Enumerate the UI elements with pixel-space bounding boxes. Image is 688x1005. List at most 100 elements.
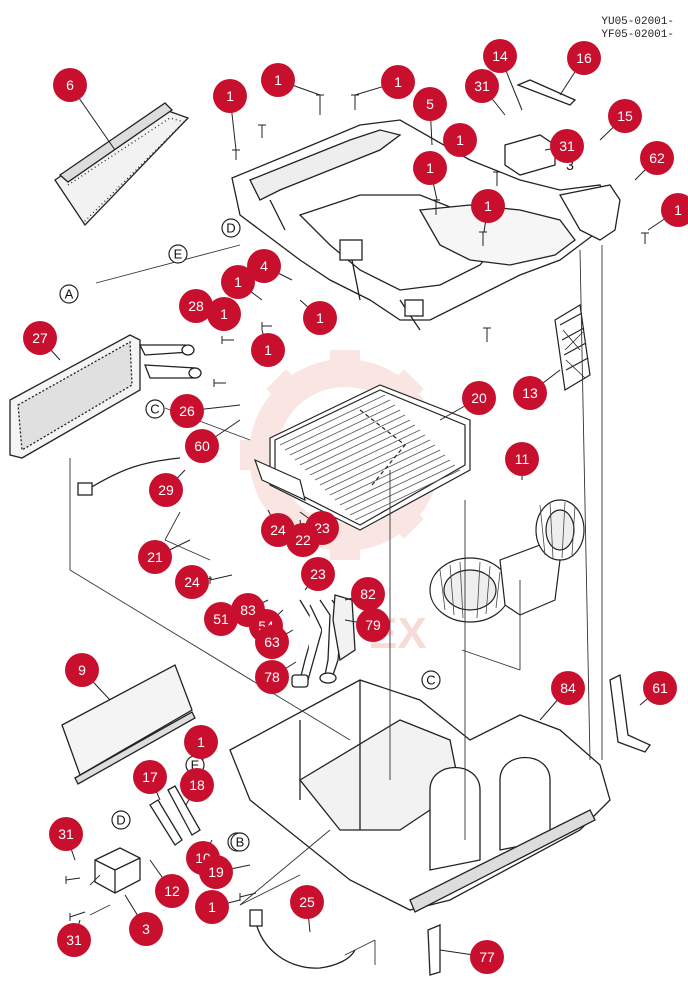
callout-badge-5: 5 [413, 87, 447, 121]
callout-label: 1 [274, 72, 282, 88]
callout-badge-82: 82 [351, 577, 385, 611]
strips [149, 79, 577, 976]
callout-badge-1: 1 [413, 151, 447, 185]
callout-badge-22: 22 [286, 523, 320, 557]
callout-label: 78 [264, 669, 280, 685]
callout-label: 1 [394, 74, 402, 90]
callout-circle [213, 79, 247, 113]
callout-label: 62 [649, 150, 665, 166]
callout-circle [185, 429, 219, 463]
bracket-61 [609, 674, 651, 753]
callout-circle [608, 99, 642, 133]
letter-marker-label: C [150, 402, 159, 417]
callout-label: 6 [66, 77, 74, 93]
callout-badge-13: 13 [513, 376, 547, 410]
callout-badge-4: 4 [247, 249, 281, 283]
callout-label: 60 [194, 438, 210, 454]
callout-label: 77 [479, 949, 495, 965]
letter-marker-circle [111, 810, 131, 830]
callout-circle [643, 671, 677, 705]
callout-label: 1 [426, 160, 434, 176]
callout-badge-15: 15 [608, 99, 642, 133]
callout-label: 1 [220, 306, 228, 322]
guide-lines [69, 244, 603, 965]
lower-case-84 [229, 679, 611, 913]
letter-marker-C: C [421, 670, 441, 690]
callout-label: 63 [264, 634, 280, 650]
callout-circle [53, 68, 87, 102]
callout-label: 17 [142, 769, 158, 785]
code-line-1: YU05-02001- [601, 16, 674, 28]
callout-badge-9: 9 [65, 653, 99, 687]
callout-circle [550, 129, 584, 163]
callout-badge-1: 1 [184, 725, 218, 759]
callout-badge-3: 3 [129, 912, 163, 946]
letter-marker-B: B [230, 832, 250, 852]
callout-label: 23 [310, 566, 326, 582]
callout-badge-31: 31 [465, 69, 499, 103]
callout-badge-79: 79 [356, 608, 390, 642]
callout-circle [462, 381, 496, 415]
callout-label: 31 [559, 138, 575, 154]
callout-badge-14: 14 [483, 39, 517, 73]
letter-marker-circle [145, 399, 165, 419]
callout-label: 84 [560, 680, 576, 696]
letter-marker-circle [59, 284, 79, 304]
callout-label: 20 [471, 390, 487, 406]
callout-badge-27: 27 [23, 321, 57, 355]
callout-label: 24 [270, 522, 286, 538]
callout-circle [221, 265, 255, 299]
callout-label: 1 [264, 342, 272, 358]
callout-circle [180, 768, 214, 802]
callout-badge-28: 28 [179, 289, 213, 323]
callout-label: 1 [484, 198, 492, 214]
callout-label: 31 [474, 78, 490, 94]
callout-badge-17: 17 [133, 760, 167, 794]
heater-core-27 [9, 334, 202, 459]
callout-badge-11: 11 [505, 442, 539, 476]
callout-circle [413, 87, 447, 121]
letter-marker-circle [168, 244, 188, 264]
callout-badge-24: 24 [175, 565, 209, 599]
callout-badge-1: 1 [381, 65, 415, 99]
callout-label: 23 [314, 520, 330, 536]
callout-circle [513, 376, 547, 410]
actuator-top [504, 134, 556, 176]
harness-29 [77, 457, 181, 496]
callout-badge-31: 31 [49, 817, 83, 851]
callout-label: 26 [179, 403, 195, 419]
callout-badge-26: 26 [170, 394, 204, 428]
callout-badge-29: 29 [149, 473, 183, 507]
letter-marker-circle [221, 218, 241, 238]
callout-label: 31 [58, 826, 74, 842]
code-line-2: YF05-02001- [601, 29, 674, 41]
callout-badge-78: 78 [255, 660, 289, 694]
grille-13 [554, 304, 591, 391]
callout-label: 31 [66, 932, 82, 948]
callout-circle [255, 625, 289, 659]
callout-badge-16: 16 [567, 41, 601, 75]
callout-circle [551, 671, 585, 705]
harness-25 [249, 909, 356, 969]
callout-circle [286, 523, 320, 557]
callout-badge-12: 12 [155, 874, 189, 908]
callout-badge-1: 1 [443, 123, 477, 157]
callout-badge-1: 1 [221, 265, 255, 299]
callout-circle [290, 885, 324, 919]
letter-marker-C: C [145, 399, 165, 419]
callout-label: 13 [522, 385, 538, 401]
callout-label: 22 [295, 532, 311, 548]
callout-label: 29 [158, 482, 174, 498]
plain-labels: 3 [566, 157, 574, 173]
callout-label: 15 [617, 108, 633, 124]
letter-marker-label: B [236, 835, 245, 850]
letter-marker-D: D [111, 810, 131, 830]
callout-label: 18 [189, 777, 205, 793]
callout-circle [129, 912, 163, 946]
letter-marker-circle [421, 670, 441, 690]
callout-label: 21 [147, 549, 163, 565]
callout-badge-23: 23 [301, 557, 335, 591]
letter-marker-circle [230, 832, 250, 852]
